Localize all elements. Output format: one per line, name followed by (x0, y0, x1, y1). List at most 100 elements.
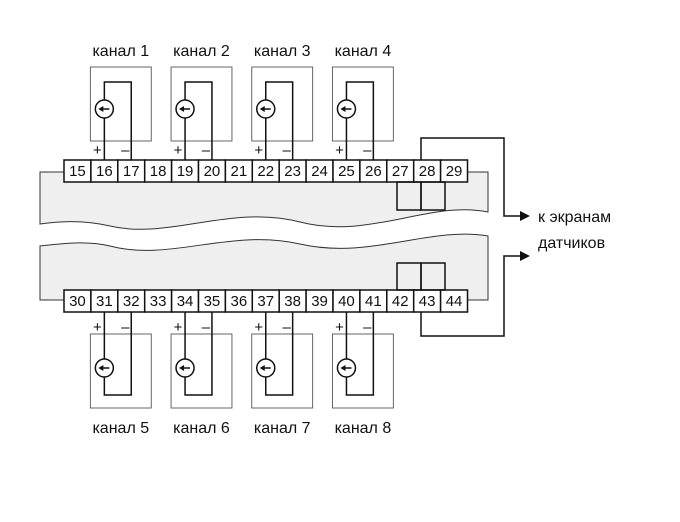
plus-sign: + (335, 142, 344, 159)
terminal-number: 37 (257, 293, 274, 310)
terminal-number: 21 (231, 163, 248, 180)
current-source-icon (256, 99, 276, 119)
terminal-27: 27 (386, 159, 415, 183)
terminal-number: 43 (419, 293, 436, 310)
terminal-28: 28 (412, 159, 442, 183)
sensor-box (332, 333, 394, 409)
sensor-box (170, 333, 233, 409)
sensor-box (251, 66, 314, 142)
channel-label: канал 4 (335, 43, 392, 60)
jumper-bottom-right (420, 262, 446, 291)
sensor-box (332, 66, 394, 142)
terminal-33: 33 (143, 289, 173, 313)
current-source-icon (256, 358, 276, 378)
shield-wire-top (420, 137, 522, 217)
terminal-41: 41 (359, 289, 388, 313)
terminal-number: 35 (204, 293, 221, 310)
terminal-number: 24 (311, 163, 328, 180)
sensor-box (89, 333, 152, 409)
wire-minus (103, 312, 132, 396)
device-housing (39, 171, 489, 301)
minus-sign: – (363, 319, 372, 336)
terminal-number: 26 (365, 163, 382, 180)
housing-upper-part (39, 171, 489, 230)
terminal-cell (439, 159, 469, 183)
wire-minus (265, 81, 294, 160)
wire-minus (103, 81, 132, 160)
jumper-top-right (420, 181, 446, 211)
terminal-30: 30 (63, 289, 92, 313)
terminal-number: 44 (446, 293, 463, 310)
channel-4: + – канал 4 (332, 43, 394, 160)
channel-1: +–канал 1 (89, 43, 152, 160)
plus-sign: + (335, 319, 344, 336)
channel-label: канал 8 (335, 420, 392, 437)
terminal-17: 17 (117, 159, 146, 183)
wire-minus (345, 81, 375, 160)
terminal-number: 36 (231, 293, 248, 310)
minus-sign: – (121, 319, 130, 336)
minus-sign: – (363, 142, 372, 159)
terminal-number: 41 (365, 293, 382, 310)
housing-lower-part (39, 233, 489, 301)
current-source-icon (336, 358, 357, 378)
channel-label: канал 5 (92, 420, 149, 437)
terminal-number: 33 (150, 293, 167, 310)
terminal-21: 21 (224, 159, 254, 183)
current-source-icon (175, 99, 195, 119)
terminal-40: 40 (332, 289, 361, 313)
channel-label: канал 1 (92, 43, 149, 60)
channel-label: канал 3 (254, 43, 311, 60)
terminal-44: 44 (439, 289, 469, 313)
arrow-right-icon (520, 251, 530, 261)
shield-label-line1: к экранам (538, 209, 611, 226)
terminal-36: 36 (224, 289, 254, 313)
terminal-22: 22 (251, 159, 280, 183)
current-source-icon (94, 99, 115, 119)
channel-3: +–канал 3 (251, 43, 314, 160)
terminal-number: 20 (204, 163, 221, 180)
channel-7: +–канал 7 (251, 312, 314, 437)
channel-6: +–канал 6 (170, 312, 233, 437)
current-source-icon (94, 358, 115, 378)
terminal-15: 15 (63, 159, 92, 183)
minus-sign: – (282, 142, 291, 159)
terminal-number: 17 (123, 163, 140, 180)
terminal-42: 42 (386, 289, 415, 313)
terminal-number: 15 (69, 163, 86, 180)
shield-arrows (520, 211, 530, 261)
terminal-34: 34 (170, 289, 200, 313)
terminal-number: 25 (338, 163, 355, 180)
terminal-number: 27 (392, 163, 409, 180)
shield-wire-bottom (420, 255, 522, 337)
channel-5: + – канал 5 (89, 312, 152, 437)
terminal-number: 18 (150, 163, 167, 180)
terminal-26: 26 (359, 159, 388, 183)
terminal-number: 23 (284, 163, 301, 180)
sensor-box (170, 66, 233, 142)
terminal-number: 30 (69, 293, 86, 310)
minus-sign: – (202, 142, 211, 159)
terminal-32: 32 (117, 289, 146, 313)
minus-sign: – (282, 319, 291, 336)
wire-minus (184, 81, 213, 160)
terminal-38: 38 (278, 289, 307, 313)
terminal-number: 38 (284, 293, 301, 310)
shield-wiring (396, 137, 522, 337)
terminal-19: 19 (170, 159, 200, 183)
wire-minus (265, 312, 294, 396)
terminal-35: 35 (197, 289, 227, 313)
terminal-cell (439, 289, 469, 313)
sensor-channels: +–канал 1+–канал 2+–канал 3+–канал 4+–ка… (89, 43, 394, 437)
terminal-20: 20 (197, 159, 227, 183)
terminal-number: 31 (96, 293, 113, 310)
channel-label: канал 7 (254, 420, 311, 437)
terminal-number: 29 (446, 163, 463, 180)
terminal-number: 32 (123, 293, 140, 310)
terminal-number: 28 (419, 163, 436, 180)
sensor-box (251, 333, 314, 409)
plus-sign: + (93, 319, 102, 336)
